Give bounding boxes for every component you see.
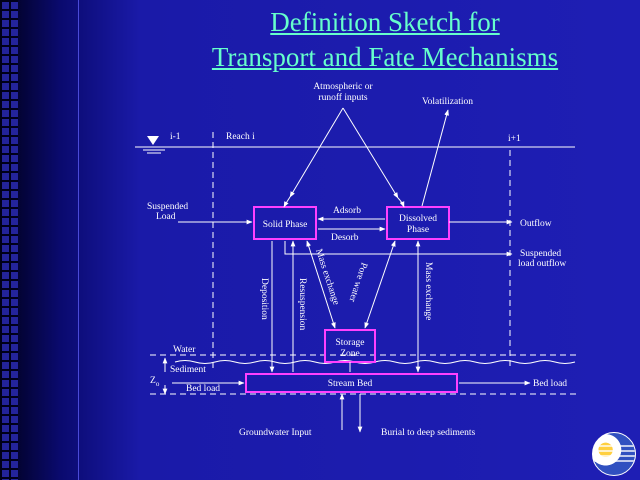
burial-label: Burial to deep sediments (381, 428, 475, 438)
volatilization-arrow (421, 109, 449, 207)
decorative-divider (78, 0, 79, 480)
suspended-outflow-arrow (284, 241, 513, 257)
dissolved-phase-label-1: Dissolved (399, 214, 437, 224)
storage-zone-label-1: Storage (335, 338, 364, 348)
title-line-2: Transport and Fate Mechanisms (211, 42, 559, 72)
decorative-stripe (0, 0, 18, 480)
stream-bed-label: Stream Bed (328, 379, 373, 389)
logo-icon (592, 432, 636, 476)
bed-load-right-label: Bed load (533, 379, 567, 389)
pore-water-label: Pore water (346, 261, 368, 304)
suspended-outflow-label-2: load outflow (518, 258, 566, 269)
reach-next-label: i+1 (508, 134, 521, 144)
stream-bed-box (245, 373, 458, 393)
atmospheric-label-1: Atmospheric or (313, 82, 373, 92)
water-label: Water (173, 345, 196, 355)
sediment-label: Sediment (170, 365, 206, 375)
volatilization-label: Volatilization (422, 97, 473, 107)
deposition-label: Deposition (259, 278, 269, 320)
atmospheric-to-solid-arrow (289, 107, 344, 198)
desorb-label: Desorb (331, 233, 359, 243)
outflow-label: Outflow (520, 218, 552, 229)
mass-exchange-label-2: Mass exchange (423, 262, 433, 320)
resuspension-label: Resuspension (297, 278, 307, 331)
reach-i-label: Reach i (226, 132, 255, 142)
mass-exchange-solid-arrow (306, 240, 336, 329)
z0-label: Zo (150, 376, 160, 388)
atmospheric-dissolved-hook (397, 197, 405, 208)
atmospheric-to-dissolved-arrow (342, 107, 399, 199)
suspended-outflow-label-1: Suspended (520, 249, 561, 259)
storage-zone-label-2: Zone (340, 349, 360, 359)
groundwater-label: Groundwater Input (239, 428, 312, 438)
mass-exchange-label-1: Mass exchange (313, 248, 341, 307)
adsorb-label: Adsorb (333, 206, 361, 216)
atmospheric-solid-hook (283, 196, 291, 208)
solid-phase-label: Solid Phase (263, 220, 308, 230)
water-level-icon (147, 136, 159, 145)
dissolved-phase-box (386, 206, 450, 240)
suspended-load-label-2: Load (156, 212, 176, 222)
dissolved-phase-label-2: Phase (407, 225, 429, 235)
atmospheric-label-2: runoff inputs (318, 92, 367, 103)
suspended-load-label-1: Suspended (147, 202, 188, 212)
bed-load-left-label: Bed load (186, 384, 220, 394)
pore-water-arrow (364, 240, 396, 329)
title-line-1: Definition Sketch for (270, 7, 500, 37)
reach-prev-label: i-1 (170, 132, 181, 142)
